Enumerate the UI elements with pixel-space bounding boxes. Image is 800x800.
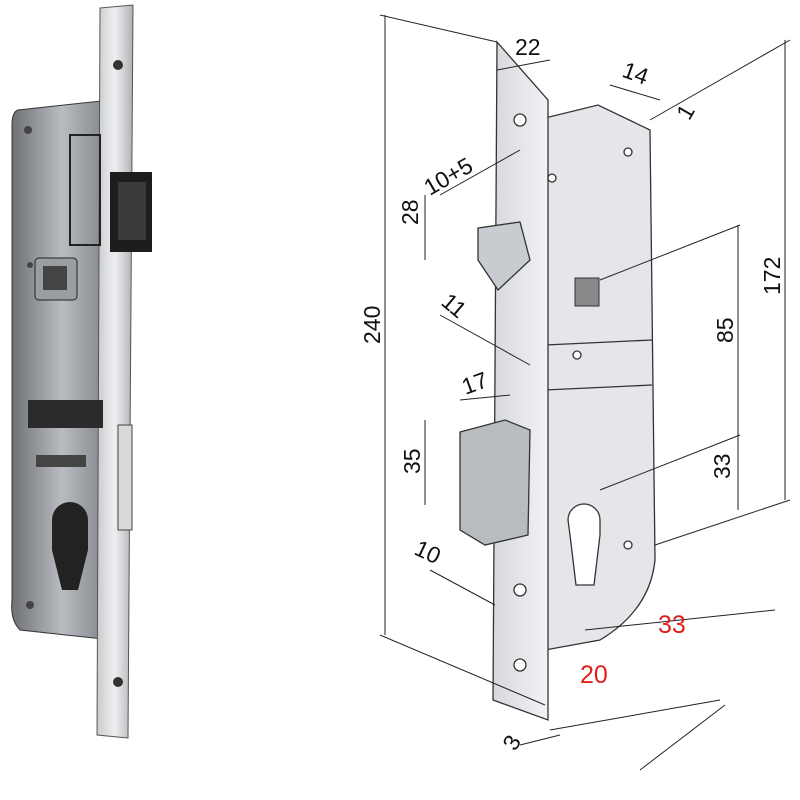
dimension-lines [379, 14, 791, 771]
dim-3: 3 [497, 730, 526, 754]
dim-1: 1 [671, 100, 700, 124]
lock-drawing [459, 40, 656, 721]
dim-33-vertical: 33 [709, 453, 735, 479]
dim-22: 22 [515, 34, 541, 60]
dim-10-5: 10+5 [419, 152, 477, 200]
dim-33-backset: 33 [658, 611, 686, 639]
dim-240: 240 [359, 306, 385, 344]
dim-35: 35 [399, 448, 425, 474]
dim-11: 11 [437, 288, 472, 323]
dim-20: 20 [580, 661, 608, 689]
lock-photo [11, 4, 152, 739]
dim-14: 14 [619, 57, 652, 90]
dim-172: 172 [759, 257, 785, 295]
dim-85: 85 [712, 317, 738, 343]
dim-28: 28 [397, 199, 423, 225]
dim-17: 17 [458, 367, 491, 400]
dim-10: 10 [411, 535, 445, 569]
